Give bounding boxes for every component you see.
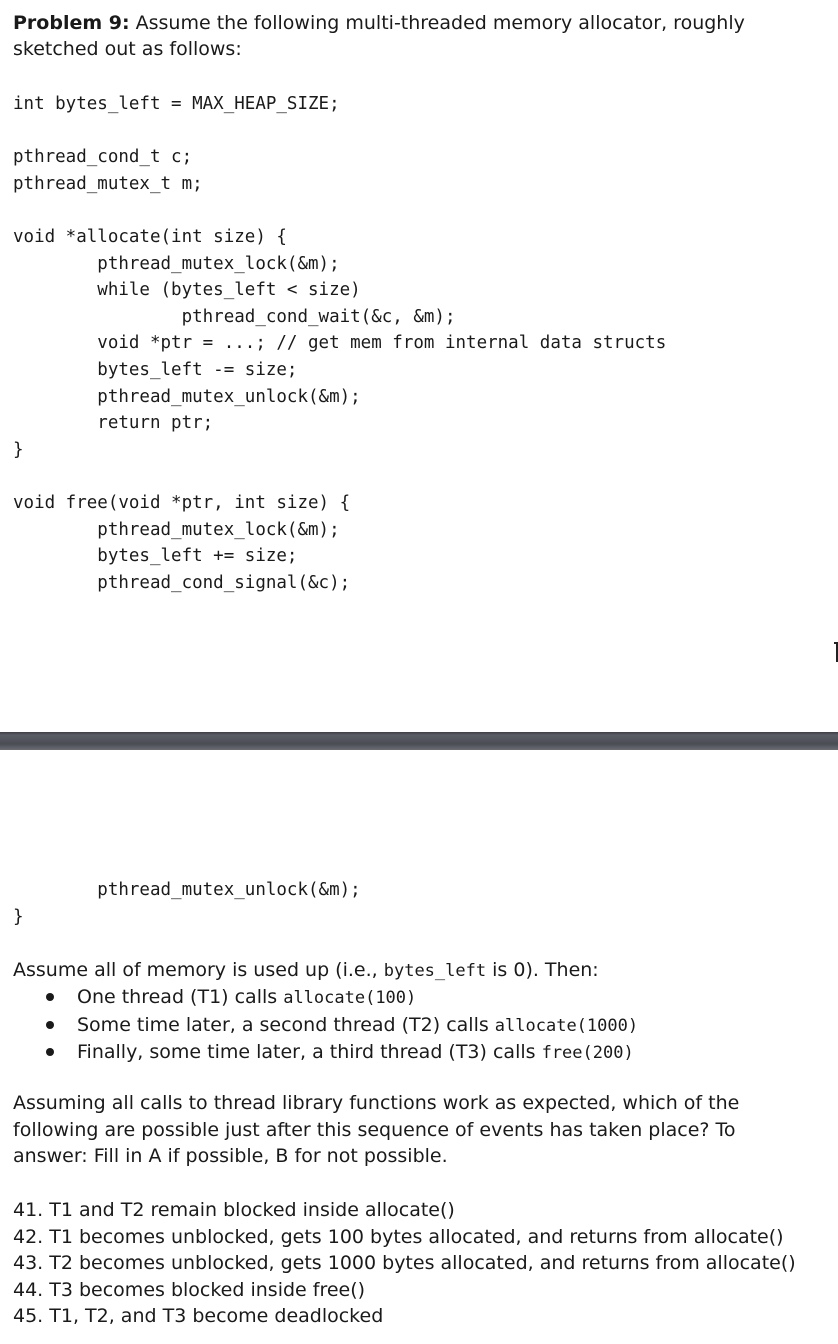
code-line: return ptr; [13, 413, 214, 434]
assume-code: bytes_left [383, 961, 487, 981]
bullet-text: One thread (T1) calls [77, 986, 284, 1008]
code-line: bytes_left += size; [13, 546, 298, 567]
code-line: pthread_mutex_unlock(&m); [13, 880, 361, 900]
problem-intro-text: Assume the following multi-threaded memo… [129, 12, 745, 34]
code-line [13, 197, 666, 224]
assume-suffix: is 0). Then: [486, 959, 599, 981]
assume-prefix: Assume all of memory is used up (i.e., [13, 959, 384, 981]
code-line: pthread_cond_signal(&c); [13, 572, 351, 593]
code-line: while (bytes_left < size) [13, 280, 361, 301]
bullet-dot [46, 1020, 54, 1029]
code-block-bottom: pthread_mutex_unlock(&m);} [13, 877, 361, 930]
code-line: pthread_cond_wait(&c, &m); [13, 306, 456, 327]
list-item: 45. T1, T2, and T3 become deadlocked [13, 1305, 384, 1327]
bullet-dot [46, 993, 54, 1001]
bullet-code: allocate(100) [283, 988, 417, 1008]
code-line: void free(void *ptr, int size) { [13, 492, 351, 513]
bullet-dot [46, 1048, 54, 1056]
code-line [13, 118, 666, 145]
code-line: } [13, 906, 24, 927]
problem-intro-line2: sketched out as follows: [13, 38, 242, 60]
bullet-code: allocate(1000) [494, 1015, 639, 1036]
bullet-text: Finally, some time later, a third thread… [77, 1041, 542, 1063]
code-line: void *ptr = ...; // get mem from interna… [13, 333, 667, 354]
assume-line: Assume all of memory is used up (i.e., b… [13, 957, 599, 985]
code-line: pthread_cond_t c; [13, 147, 193, 168]
page-bottom: pthread_mutex_unlock(&m);} Assume all of… [0, 750, 838, 1344]
list-item: 43. T2 becomes unblocked, gets 1000 byte… [13, 1252, 796, 1274]
page-divider [0, 732, 838, 750]
bullet-code: free(200) [541, 1043, 634, 1063]
code-line: pthread_mutex_unlock(&m); [13, 386, 361, 407]
code-line [13, 463, 666, 490]
list-item: One thread (T1) calls allocate(100) [0, 984, 638, 1012]
question-line3: answer: Fill in A if possible, B for not… [13, 1145, 448, 1167]
event-list: One thread (T1) calls allocate(100) Some… [0, 984, 638, 1067]
list-item: 42. T1 becomes unblocked, gets 100 bytes… [13, 1225, 784, 1248]
list-item: Finally, some time later, a third thread… [0, 1039, 638, 1067]
list-item: 44. T3 becomes blocked inside free() [13, 1278, 366, 1301]
list-item: Some time later, a second thread (T2) ca… [0, 1012, 638, 1040]
page-edge-mark [834, 642, 838, 662]
code-line: pthread_mutex_t m; [13, 173, 203, 194]
code-block-top: int bytes_left = MAX_HEAP_SIZE; pthread_c… [13, 91, 666, 596]
bullet-text: Some time later, a second thread (T2) ca… [77, 1013, 495, 1036]
code-line: bytes_left -= size; [13, 359, 298, 380]
question-line1: Assuming all calls to thread library fun… [13, 1092, 740, 1114]
code-line: } [13, 439, 24, 460]
code-line: void *allocate(int size) { [13, 226, 287, 247]
code-line: int bytes_left = MAX_HEAP_SIZE; [13, 94, 340, 114]
answer-items: 41. T1 and T2 remain blocked inside allo… [13, 1197, 796, 1330]
problem-label: Problem 9: [13, 12, 130, 34]
problem-intro-line1: Problem 9: Assume the following multi-th… [13, 10, 745, 37]
question-line2: following are possible just after this s… [13, 1119, 736, 1141]
list-item: 41. T1 and T2 remain blocked inside allo… [13, 1199, 455, 1221]
code-line: pthread_mutex_lock(&m); [13, 253, 340, 274]
page-top: Problem 9: Assume the following multi-th… [13, 10, 838, 662]
code-line: pthread_mutex_lock(&m); [13, 519, 340, 540]
